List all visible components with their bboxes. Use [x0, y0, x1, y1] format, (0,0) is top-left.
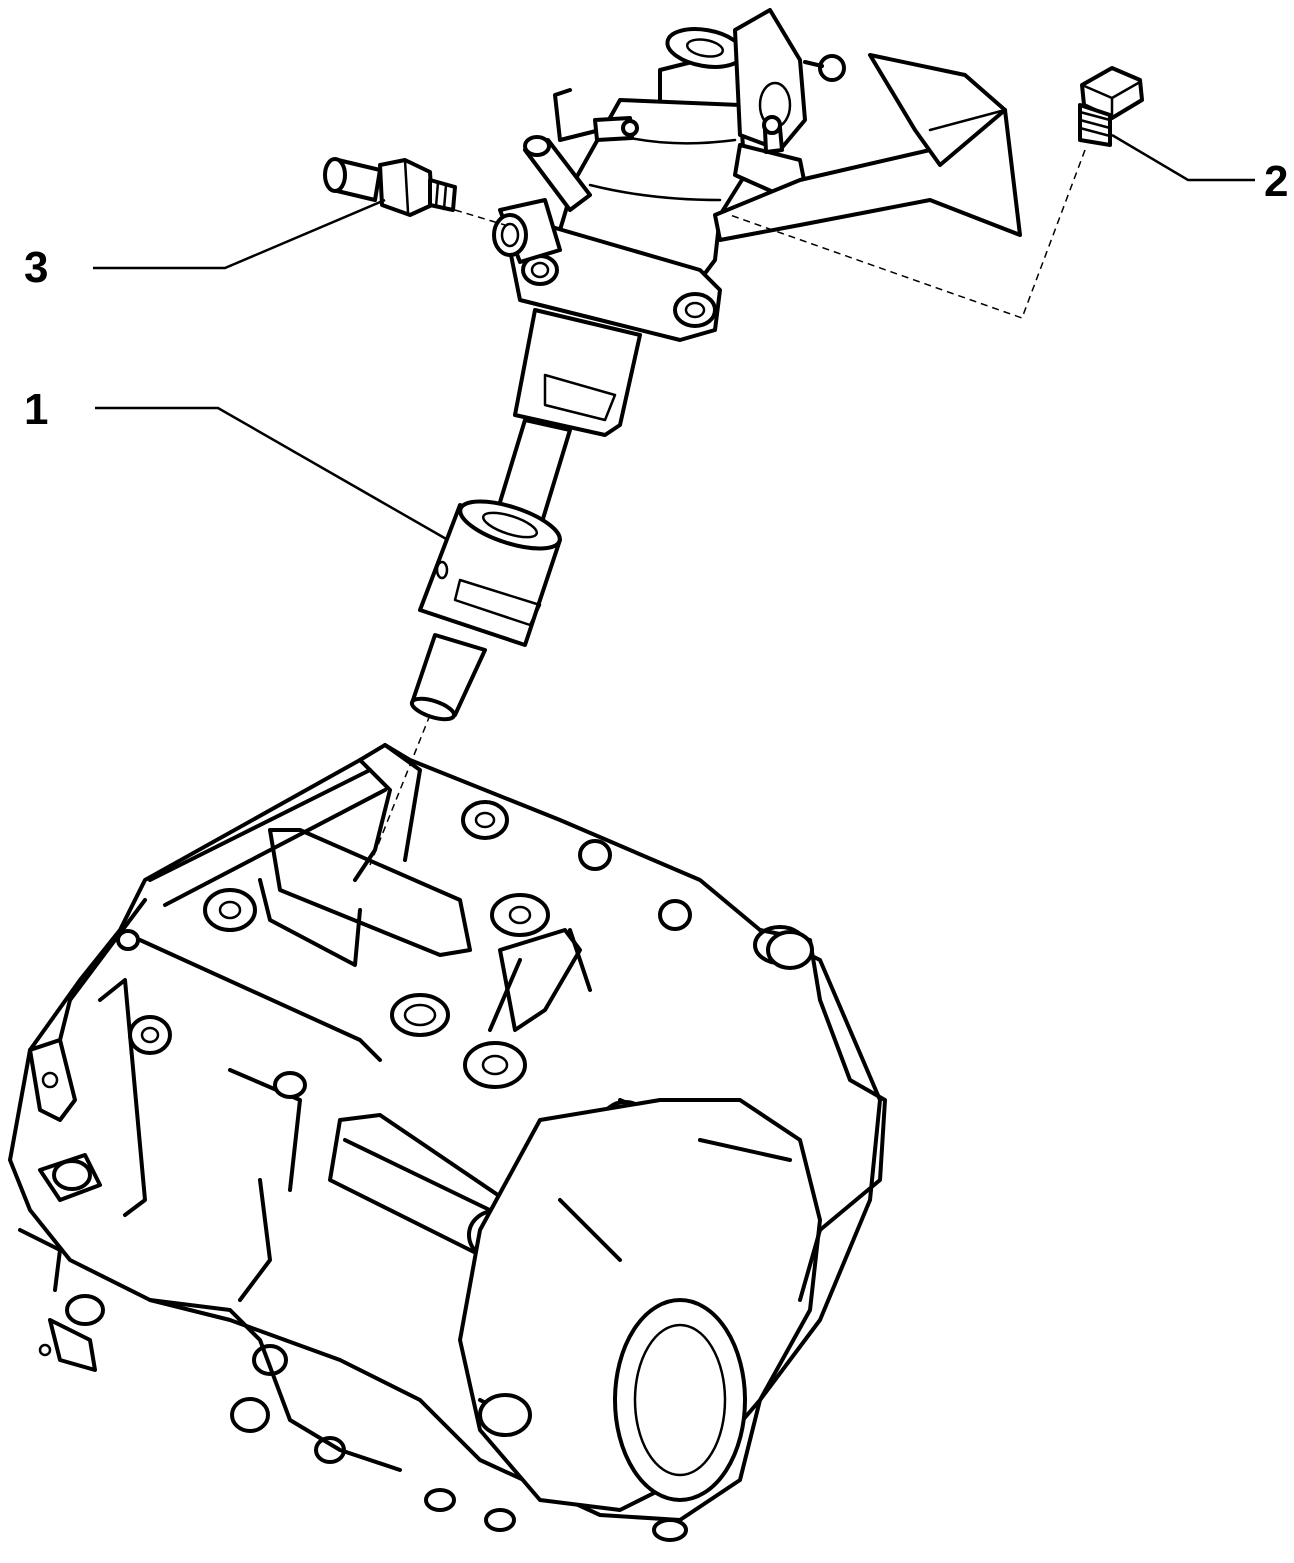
callout-number-2: 2	[1264, 157, 1288, 206]
callout-number-1: 1	[24, 385, 48, 434]
assembly-dashed-lines	[369, 149, 1086, 866]
leader-line-2	[1111, 133, 1255, 182]
gearbox-housing	[8, 743, 887, 1542]
leader-line-1	[95, 406, 449, 542]
flange-bolt[interactable]	[1078, 66, 1144, 147]
callout-number-3: 3	[24, 243, 48, 292]
threaded-fitting[interactable]	[323, 157, 457, 217]
leader-lines	[93, 133, 1255, 542]
leader-line-3	[93, 198, 386, 270]
gear-shift-housing-assembly[interactable]	[409, 8, 1022, 723]
